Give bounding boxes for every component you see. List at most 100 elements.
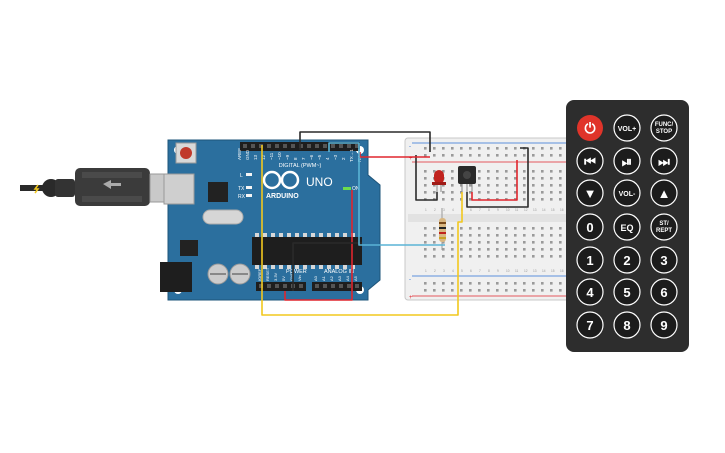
breadboard-hole[interactable] (514, 154, 517, 157)
breadboard-hole[interactable] (478, 227, 481, 230)
breadboard-hole[interactable] (496, 282, 499, 285)
breadboard-hole[interactable] (424, 177, 427, 180)
breadboard-hole[interactable] (550, 177, 553, 180)
breadboard-hole[interactable] (487, 241, 490, 244)
breadboard-hole[interactable] (487, 248, 490, 251)
breadboard-hole[interactable] (469, 227, 472, 230)
breadboard-hole[interactable] (460, 227, 463, 230)
breadboard-hole[interactable] (541, 154, 544, 157)
remote-6-button[interactable] (650, 278, 678, 306)
remote-2-button[interactable] (613, 246, 641, 274)
breadboard-hole[interactable] (532, 248, 535, 251)
breadboard-hole[interactable] (433, 248, 436, 251)
breadboard-hole[interactable] (514, 255, 517, 258)
breadboard-hole[interactable] (433, 191, 436, 194)
breadboard-hole[interactable] (523, 255, 526, 258)
remote-vol-down-button[interactable] (613, 179, 641, 207)
breadboard-hole[interactable] (532, 234, 535, 237)
remote-next-button[interactable] (650, 147, 678, 175)
breadboard-hole[interactable] (487, 255, 490, 258)
breadboard-hole[interactable] (460, 147, 463, 150)
ir-receiver[interactable] (458, 166, 476, 192)
breadboard-hole[interactable] (424, 255, 427, 258)
breadboard-hole[interactable] (532, 289, 535, 292)
breadboard-hole[interactable] (559, 289, 562, 292)
breadboard-hole[interactable] (469, 255, 472, 258)
breadboard-hole[interactable] (442, 198, 445, 201)
breadboard-hole[interactable] (442, 282, 445, 285)
breadboard-hole[interactable] (496, 241, 499, 244)
breadboard-hole[interactable] (505, 255, 508, 258)
breadboard-hole[interactable] (523, 154, 526, 157)
breadboard-hole[interactable] (532, 241, 535, 244)
breadboard-hole[interactable] (442, 184, 445, 187)
reset-button-cap[interactable] (180, 147, 192, 159)
breadboard-hole[interactable] (424, 234, 427, 237)
breadboard-hole[interactable] (514, 177, 517, 180)
breadboard-hole[interactable] (541, 170, 544, 173)
breadboard[interactable]: + - - + 1 2 3 4 5 6 7 8 9 10 11 12 13 14… (404, 137, 576, 301)
breadboard-hole[interactable] (433, 184, 436, 187)
breadboard-hole[interactable] (424, 227, 427, 230)
wire-red-5v[interactable] (359, 152, 430, 158)
breadboard-hole[interactable] (451, 170, 454, 173)
breadboard-hole[interactable] (523, 198, 526, 201)
breadboard-hole[interactable] (541, 248, 544, 251)
breadboard-hole[interactable] (559, 184, 562, 187)
wire-red-power[interactable] (284, 190, 353, 301)
breadboard-hole[interactable] (505, 147, 508, 150)
breadboard-hole[interactable] (523, 234, 526, 237)
remote-9-button[interactable] (650, 311, 678, 339)
remote-3-button[interactable] (650, 246, 678, 274)
remote-0-button[interactable] (576, 213, 604, 241)
wire-black-gnd-bottom[interactable] (292, 242, 362, 291)
breadboard-hole[interactable] (523, 170, 526, 173)
breadboard-hole[interactable] (424, 191, 427, 194)
breadboard-hole[interactable] (478, 147, 481, 150)
breadboard-hole[interactable] (433, 234, 436, 237)
wire-red-ir-vcc[interactable] (471, 160, 518, 201)
breadboard-hole[interactable] (514, 282, 517, 285)
breadboard-hole[interactable] (469, 147, 472, 150)
breadboard-hole[interactable] (460, 154, 463, 157)
breadboard-hole[interactable] (451, 177, 454, 180)
breadboard-hole[interactable] (424, 147, 427, 150)
breadboard-hole[interactable] (478, 289, 481, 292)
breadboard-hole[interactable] (451, 184, 454, 187)
breadboard-hole[interactable] (550, 289, 553, 292)
remote-5-button[interactable] (613, 278, 641, 306)
breadboard-hole[interactable] (478, 282, 481, 285)
breadboard-hole[interactable] (487, 282, 490, 285)
breadboard-hole[interactable] (442, 289, 445, 292)
breadboard-hole[interactable] (496, 234, 499, 237)
breadboard-hole[interactable] (550, 282, 553, 285)
breadboard-hole[interactable] (487, 170, 490, 173)
breadboard-hole[interactable] (541, 184, 544, 187)
breadboard-hole[interactable] (433, 227, 436, 230)
breadboard-hole[interactable] (496, 170, 499, 173)
breadboard-hole[interactable] (469, 282, 472, 285)
breadboard-hole[interactable] (541, 282, 544, 285)
breadboard-hole[interactable] (532, 227, 535, 230)
breadboard-hole[interactable] (433, 154, 436, 157)
wire-black-led-gnd[interactable] (415, 155, 438, 201)
breadboard-hole[interactable] (451, 289, 454, 292)
breadboard-hole[interactable] (433, 147, 436, 150)
remote-7-button[interactable] (576, 311, 604, 339)
breadboard-hole[interactable] (523, 282, 526, 285)
breadboard-hole[interactable] (541, 234, 544, 237)
breadboard-hole[interactable] (532, 177, 535, 180)
breadboard-hole[interactable] (424, 170, 427, 173)
remote-power-button[interactable] (577, 115, 603, 141)
breadboard-hole[interactable] (550, 170, 553, 173)
breadboard-hole[interactable] (451, 241, 454, 244)
breadboard-hole[interactable] (487, 147, 490, 150)
breadboard-hole[interactable] (469, 234, 472, 237)
breadboard-hole[interactable] (559, 198, 562, 201)
breadboard-hole[interactable] (505, 170, 508, 173)
breadboard-hole[interactable] (478, 191, 481, 194)
breadboard-hole[interactable] (532, 154, 535, 157)
breadboard-hole[interactable] (496, 177, 499, 180)
breadboard-hole[interactable] (532, 198, 535, 201)
breadboard-hole[interactable] (559, 241, 562, 244)
